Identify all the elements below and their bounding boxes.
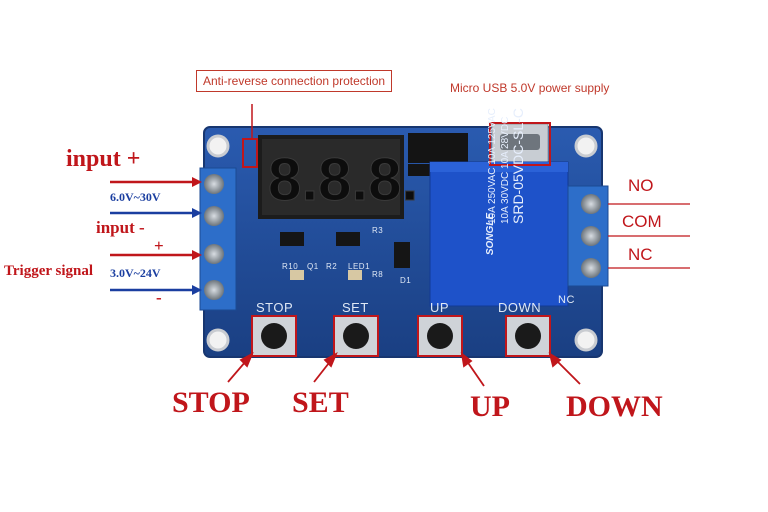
stop-button-label: STOP bbox=[172, 386, 250, 419]
trigger-minus-label: - bbox=[156, 288, 162, 307]
up-button-label: UP bbox=[470, 390, 510, 423]
input-arrows bbox=[110, 177, 202, 295]
output-com-label: COM bbox=[622, 212, 662, 231]
relay-model: SRD-05VDC-SL-C bbox=[510, 108, 526, 224]
relay bbox=[429, 161, 569, 307]
svg-text:8.8.8.: 8.8.8. bbox=[268, 146, 418, 213]
trigger-plus-label: + bbox=[154, 236, 164, 255]
input-plus-text: input bbox=[66, 146, 121, 172]
seven-segment-display: 8.8.8. bbox=[258, 135, 419, 219]
silk-d1: D1 bbox=[400, 276, 412, 285]
relay-rating-1: 10A 250VAC 10A 125VAC bbox=[487, 108, 498, 224]
silk-stop: STOP bbox=[256, 300, 294, 315]
relay-print: SONGLE 10A 250VAC 10A 125VAC 10A 30VDC 1… bbox=[424, 108, 574, 306]
silk-r3: R3 bbox=[372, 226, 384, 235]
silk-led1: LED1 bbox=[348, 262, 371, 271]
silk-q1: Q1 bbox=[307, 262, 319, 271]
input-plus-sign: + bbox=[126, 146, 141, 172]
silk-nc: NC bbox=[558, 294, 575, 306]
output-terminal-block bbox=[567, 185, 609, 287]
silk-r8: R8 bbox=[372, 270, 384, 279]
silk-up: UP bbox=[430, 300, 450, 315]
input-range-label: 6.0V~30V bbox=[110, 190, 161, 204]
down-button-label: DOWN bbox=[566, 390, 663, 423]
silk-set: SET bbox=[342, 300, 369, 315]
micro-usb-callout: Micro USB 5.0V power supply bbox=[450, 81, 610, 95]
output-no-label: NO bbox=[628, 176, 654, 195]
output-lines bbox=[608, 203, 690, 269]
micro-usb-port bbox=[491, 123, 549, 163]
silk-down: DOWN bbox=[498, 300, 542, 315]
input-terminal-block bbox=[199, 167, 237, 311]
output-nc-label: NC bbox=[628, 245, 653, 264]
trigger-signal-label: Trigger signal bbox=[4, 263, 94, 279]
input-minus-label: input - bbox=[96, 218, 145, 237]
set-button-label: SET bbox=[292, 386, 349, 419]
trigger-range-label: 3.0V~24V bbox=[110, 266, 161, 280]
anti-reverse-callout: Anti-reverse connection protection bbox=[196, 70, 393, 92]
input-plus-label: input + bbox=[66, 146, 140, 173]
button-arrows bbox=[227, 351, 581, 387]
silk-r2: R2 bbox=[326, 262, 338, 271]
silk-r10: R10 bbox=[282, 262, 299, 271]
mounting-holes bbox=[206, 134, 598, 352]
